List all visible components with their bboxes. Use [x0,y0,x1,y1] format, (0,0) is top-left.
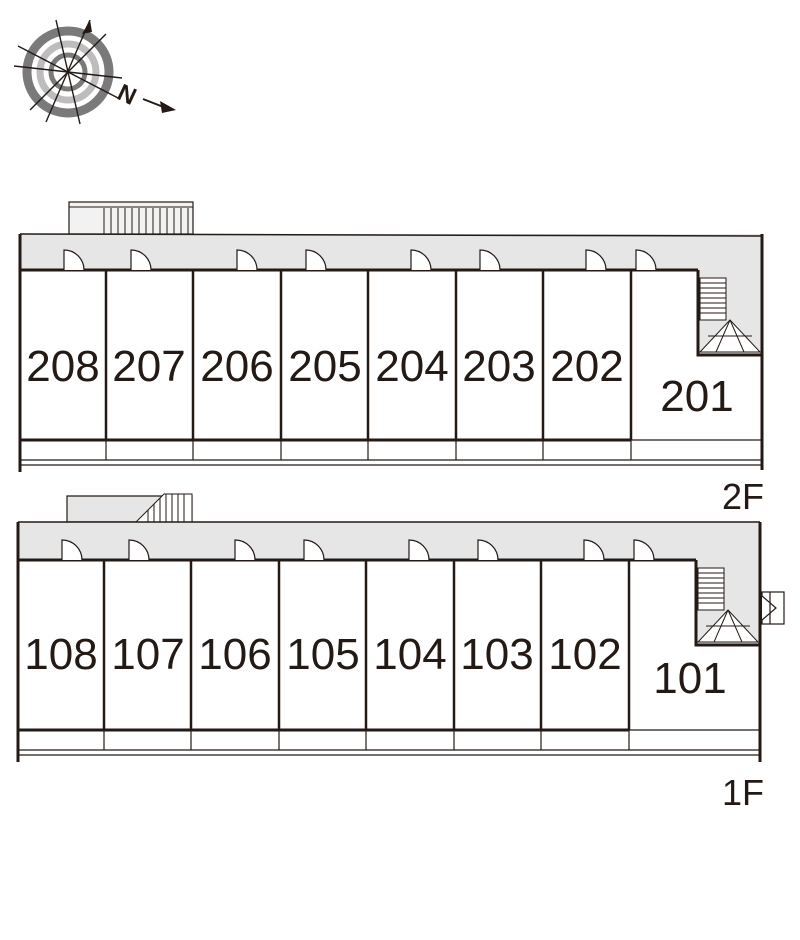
unit-label: 205 [288,342,361,391]
door-icon [479,249,501,271]
door-icon [583,539,605,561]
door-icon [130,249,152,271]
door-icon [635,249,657,271]
door-icon [234,539,256,561]
staircase-icon [696,567,760,643]
door-icon [633,539,655,561]
unit-label: 201 [660,372,733,421]
north-letter: N [113,79,140,111]
stair-treads-icon [134,493,193,523]
door-icon [585,249,607,271]
stair-treads-icon [69,206,193,234]
door-icon [236,249,258,271]
mailbox-icon [761,591,785,625]
unit-label: 107 [111,630,184,679]
unit-label: 101 [653,654,726,703]
door-icon [303,539,325,561]
door-icon [477,539,499,561]
corridor [18,522,760,645]
unit-label: 208 [26,342,99,391]
unit-label: 106 [198,630,271,679]
north-arrow-icon [160,101,176,113]
unit-label: 104 [373,630,446,679]
north-indicator: N [113,79,176,113]
door-icon [63,249,85,271]
unit-label: 202 [550,342,623,391]
corridor [20,234,762,355]
unit-label: 206 [200,342,273,391]
unit-label: 102 [548,630,621,679]
unit-label: 204 [375,342,448,391]
unit-doors [63,249,657,271]
unit-label: 207 [112,342,185,391]
unit-label: 105 [286,630,359,679]
floor-label: 1F [722,772,764,813]
door-icon [410,249,432,271]
compass-rose-icon [13,19,123,125]
staircase-icon [698,277,762,353]
door-icon [305,249,327,271]
door-icon [128,539,150,561]
floor-1f: 108 107 106 105 104 103 102 101 1F [16,493,785,813]
unit-doors [61,539,655,561]
door-icon [61,539,83,561]
unit-label: 203 [462,342,535,391]
unit-label: 103 [460,630,533,679]
floor-2f: 208 207 206 205 204 203 202 201 2F [18,201,764,517]
unit-label: 108 [24,630,97,679]
floor-label: 2F [722,476,764,517]
door-icon [408,539,430,561]
